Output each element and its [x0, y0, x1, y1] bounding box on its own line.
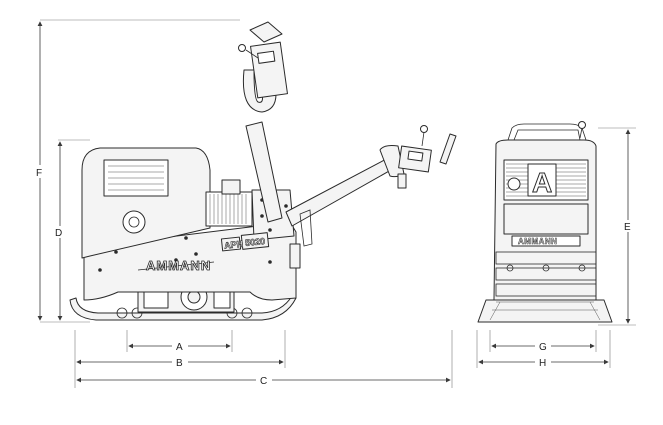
side-view: AMMANN APH 5020 [69, 21, 457, 321]
model-number-label: 5020 [245, 236, 266, 248]
brand-label: AMMANN [146, 258, 211, 273]
dim-label-d: D [55, 228, 62, 239]
front-brand-label: AMMANN [518, 237, 557, 246]
dim-label-c: C [260, 376, 267, 387]
model-prefix-label: APH [224, 239, 244, 251]
extended-handle [285, 125, 457, 269]
dim-label-e: E [624, 222, 631, 233]
front-view: A AMMANN [477, 121, 613, 323]
logo-letter: A [532, 167, 552, 198]
dim-label-f: F [36, 168, 42, 179]
dim-label-b: B [176, 358, 183, 369]
folded-handle [238, 21, 288, 223]
dim-label-a: A [176, 342, 183, 353]
dimension-lines: F D E A B C G H [36, 19, 636, 388]
dim-label-g: G [539, 342, 547, 353]
dim-label-h: H [539, 358, 546, 369]
